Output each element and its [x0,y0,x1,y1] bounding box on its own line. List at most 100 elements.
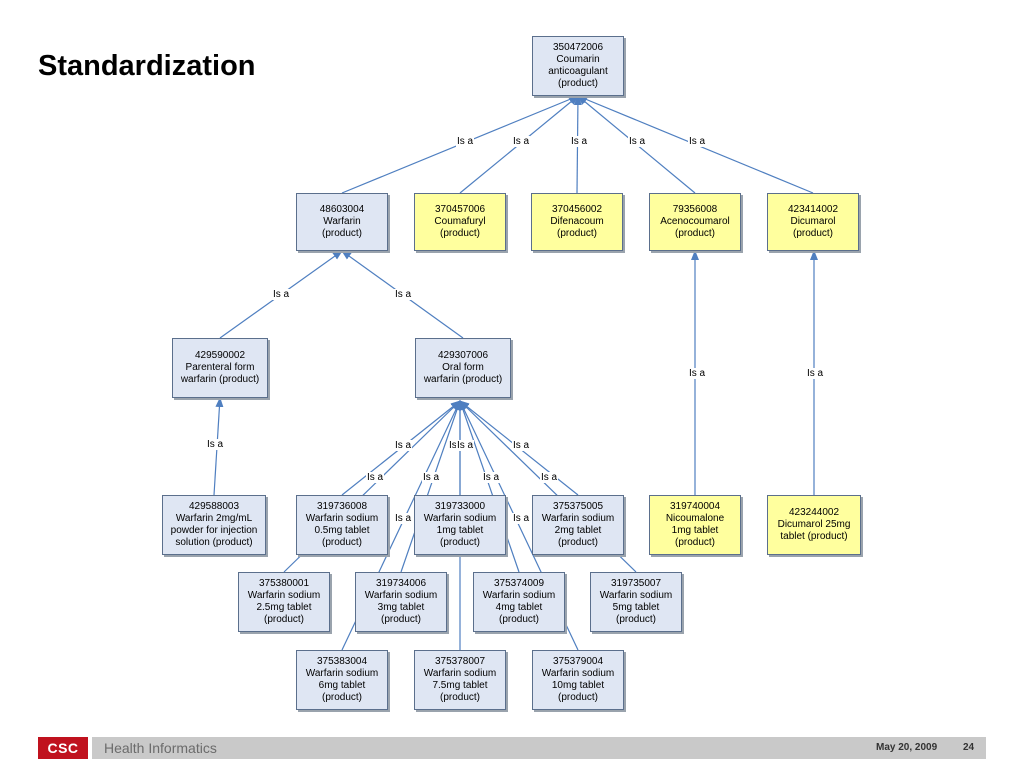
node-line: powder for injection [170,525,258,536]
footer-bar [92,737,986,759]
page-number: 24 [963,742,975,753]
node-line: 375375005 [552,501,604,512]
node-line: 79356008 [672,204,718,215]
node-line: (product) [321,692,362,703]
node-line: Warfarin sodium [482,590,556,601]
edge-w4-to-oral [459,400,520,573]
node-line: Oral form [442,362,484,373]
node-line: (product) [557,537,598,548]
node-line: 350472006 [552,42,604,53]
node-line: warfarin (product) [180,374,260,385]
node-line: (product) [792,228,833,239]
edge-label: Is a [688,368,707,379]
edge-label: Is a [456,136,475,147]
node-line: 429307006 [437,350,489,361]
node-line: (product) [498,614,539,625]
footer-org: Health Informatics [104,740,217,756]
node-line: Acenocoumarol [660,216,730,227]
node-line: Warfarin sodium [423,513,497,524]
node-line: 319734006 [375,578,427,589]
csc-logo: CSC [38,737,88,759]
node-line: Parenteral form [185,362,255,373]
node-line: 1mg tablet [671,525,719,536]
edge-label: Is a [394,513,413,524]
node-line: 2mg tablet [554,525,602,536]
node-line: Warfarin [323,216,361,227]
node-line: 7.5mg tablet [432,680,488,691]
edge-label: Is a [272,289,291,300]
edge-label: Is a [688,136,707,147]
node-line: 375379004 [552,656,604,667]
edge-label: Is a [512,440,531,451]
edge-label: Is a [806,368,825,379]
node-line: 3mg tablet [377,602,425,613]
node-line: Coumarin [556,54,600,65]
node-line: 423414002 [787,204,839,215]
edge-label: Is a [394,440,413,451]
node-line: (product) [557,78,598,89]
node-line: (product) [615,614,656,625]
node-line: tablet (product) [780,531,848,542]
edge-label: Is a [456,440,475,451]
edge-label: Is a [570,136,589,147]
node-line: 319736008 [316,501,368,512]
node-line: Dicumarol 25mg [777,519,851,530]
node-line: (product) [556,228,597,239]
node-line: Warfarin sodium [541,513,615,524]
node-line: Coumafuryl [434,216,486,227]
node-line: Warfarin 2mg/mL [175,513,253,524]
node-line: 319735007 [610,578,662,589]
node-line: warfarin (product) [423,374,503,385]
node-line: 319740004 [669,501,721,512]
edge-label: Is a [206,439,225,450]
edge-label: Is a [394,289,413,300]
node-line: (product) [439,692,480,703]
node-line: (product) [321,537,362,548]
node-line: 2.5mg tablet [256,602,312,613]
node-line: 375378007 [434,656,486,667]
node-line: (product) [674,537,715,548]
node-line: 370456002 [551,204,603,215]
node-line: Warfarin sodium [541,668,615,679]
edge-label: Is a [512,136,531,147]
node-line: solution (product) [175,537,253,548]
edge-label: Is a [366,472,385,483]
node-line: Warfarin sodium [364,590,438,601]
node-line: 6mg tablet [318,680,366,691]
slide-title: Standardization [38,50,256,82]
node-line: (product) [380,614,421,625]
node-line: 0.5mg tablet [314,525,370,536]
edge-label: Is a [512,513,531,524]
node-line: 423244002 [788,507,840,518]
edge-label: Is a [628,136,647,147]
node-line: (product) [263,614,304,625]
node-line: (product) [557,692,598,703]
edge-label: Is a [540,472,559,483]
node-line: Warfarin sodium [423,668,497,679]
node-line: 429588003 [188,501,240,512]
node-line: 10mg tablet [551,680,605,691]
footer-date: May 20, 2009 [876,742,938,753]
node-line: Warfarin sodium [305,513,379,524]
node-line: 5mg tablet [612,602,660,613]
node-line: anticoagulant [548,66,608,77]
node-line: 375374009 [493,578,545,589]
node-line: Nicoumalone [665,513,725,524]
node-line: (product) [439,537,480,548]
node-line: 370457006 [434,204,486,215]
